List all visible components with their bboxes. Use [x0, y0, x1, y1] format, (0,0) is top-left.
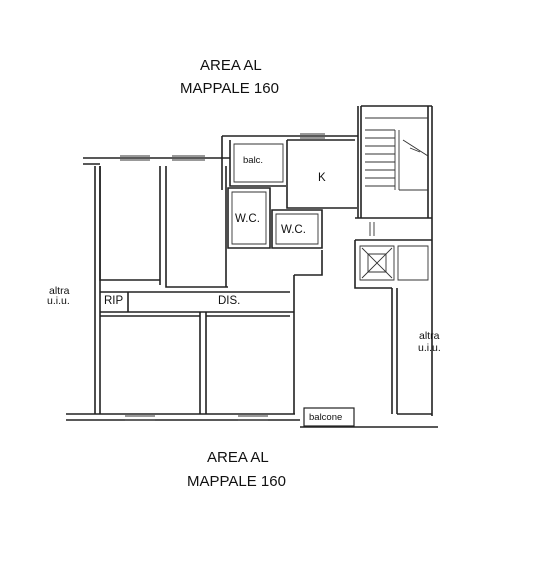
altra-right-line1: altra: [419, 330, 440, 342]
balc-label: balc.: [243, 155, 263, 166]
area-bottom-line1: AREA AL: [207, 449, 269, 466]
altra-right-line2: u.i.u.: [418, 342, 441, 354]
area-bottom-line2: MAPPALE 160: [187, 473, 286, 490]
kitchen-label: K: [318, 172, 326, 184]
wc-left-label: W.C.: [235, 213, 260, 225]
area-top-line1: AREA AL: [200, 57, 262, 74]
balcone-label: balcone: [309, 412, 342, 423]
room-walls: [99, 117, 432, 414]
windows: [120, 133, 325, 421]
altra-left-line1: altra: [49, 285, 70, 297]
wc-right-label: W.C.: [281, 224, 306, 236]
area-top-line2: MAPPALE 160: [180, 80, 279, 97]
dis-label: DIS.: [218, 295, 240, 307]
balcone-box: [303, 407, 355, 427]
rip-label: RIP: [104, 295, 124, 307]
outer-walls: [66, 105, 438, 428]
altra-left-line2: u.i.u.: [47, 295, 70, 307]
